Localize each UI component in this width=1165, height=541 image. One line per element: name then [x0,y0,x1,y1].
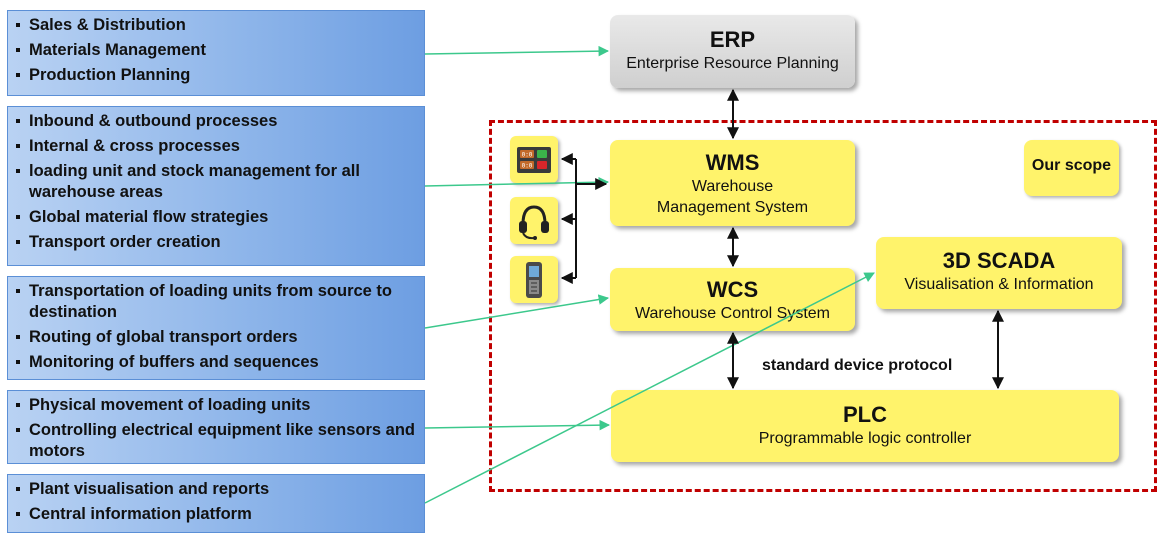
list-item: Plant visualisation and reports [16,479,416,500]
scada-functions-list: Plant visualisation and reports Central … [16,479,416,525]
wms-subtitle-line2: Management System [656,199,809,216]
scope-label-box: Our scope [1024,140,1119,196]
wms-node: WMS Warehouse Management System [610,140,855,226]
erp-connector [424,45,610,57]
wcs-functions-box: Transportation of loading units from sou… [7,276,425,380]
erp-functions-box: Sales & Distribution Materials Managemen… [7,10,425,96]
scada-connector [424,272,875,504]
list-item: Central information platform [16,504,416,525]
wms-connector [424,176,610,188]
list-item: Global material flow strategies [16,207,416,228]
erp-node: ERP Enterprise Resource Planning [610,15,855,88]
wcs-node: WCS Warehouse Control System [610,268,855,331]
plc-functions-box: Physical movement of loading units Contr… [7,390,425,464]
wcs-connector [424,294,610,329]
wcs-subtitle: Warehouse Control System [634,305,831,322]
erp-functions-list: Sales & Distribution Materials Managemen… [16,15,416,86]
wms-functions-list: Inbound & outbound processes Internal & … [16,111,416,252]
erp-title: ERP [709,27,756,52]
control-panel-icon: 0:0 0:0 [517,147,551,173]
plc-functions-list: Physical movement of loading units Contr… [16,395,416,461]
list-item: Controlling electrical equipment like se… [16,420,416,461]
scada-title: 3D SCADA [942,248,1056,273]
erp-subtitle: Enterprise Resource Planning [626,55,839,72]
svg-text:0:0: 0:0 [522,163,533,170]
list-item: Inbound & outbound processes [16,111,416,132]
plc-subtitle: Programmable logic controller [758,430,972,447]
handheld-device [510,256,558,303]
control-panel-device: 0:0 0:0 [510,136,558,183]
list-item: loading unit and stock management for al… [16,161,416,202]
wcs-functions-list: Transportation of loading units from sou… [16,281,416,372]
list-item: Production Planning [16,65,416,86]
list-item: Sales & Distribution [16,15,416,36]
handheld-scanner-icon [526,262,542,298]
headset-icon [519,205,549,240]
plc-connector [424,419,611,431]
wms-subtitle-line1: Warehouse [691,178,774,195]
plc-title: PLC [843,402,887,427]
list-item: Routing of global transport orders [16,327,416,348]
list-item: Internal & cross processes [16,136,416,157]
list-item: Monitoring of buffers and sequences [16,352,416,373]
wms-functions-box: Inbound & outbound processes Internal & … [7,106,425,266]
scada-node: 3D SCADA Visualisation & Information [876,237,1122,309]
scope-boundary [489,120,1157,492]
plc-node: PLC Programmable logic controller [611,390,1119,462]
device-bracket [560,153,608,284]
scada-functions-box: Plant visualisation and reports Central … [7,474,425,533]
list-item: Transportation of loading units from sou… [16,281,416,322]
list-item: Materials Management [16,40,416,61]
wms-title: WMS [705,150,760,175]
wcs-title: WCS [706,277,759,302]
scada-subtitle: Visualisation & Information [904,276,1094,293]
headset-device [510,197,558,244]
scope-label: Our scope [1031,157,1112,174]
svg-text:0:0: 0:0 [522,152,533,159]
list-item: Transport order creation [16,232,416,253]
protocol-label: standard device protocol [762,357,953,374]
list-item: Physical movement of loading units [16,395,416,416]
